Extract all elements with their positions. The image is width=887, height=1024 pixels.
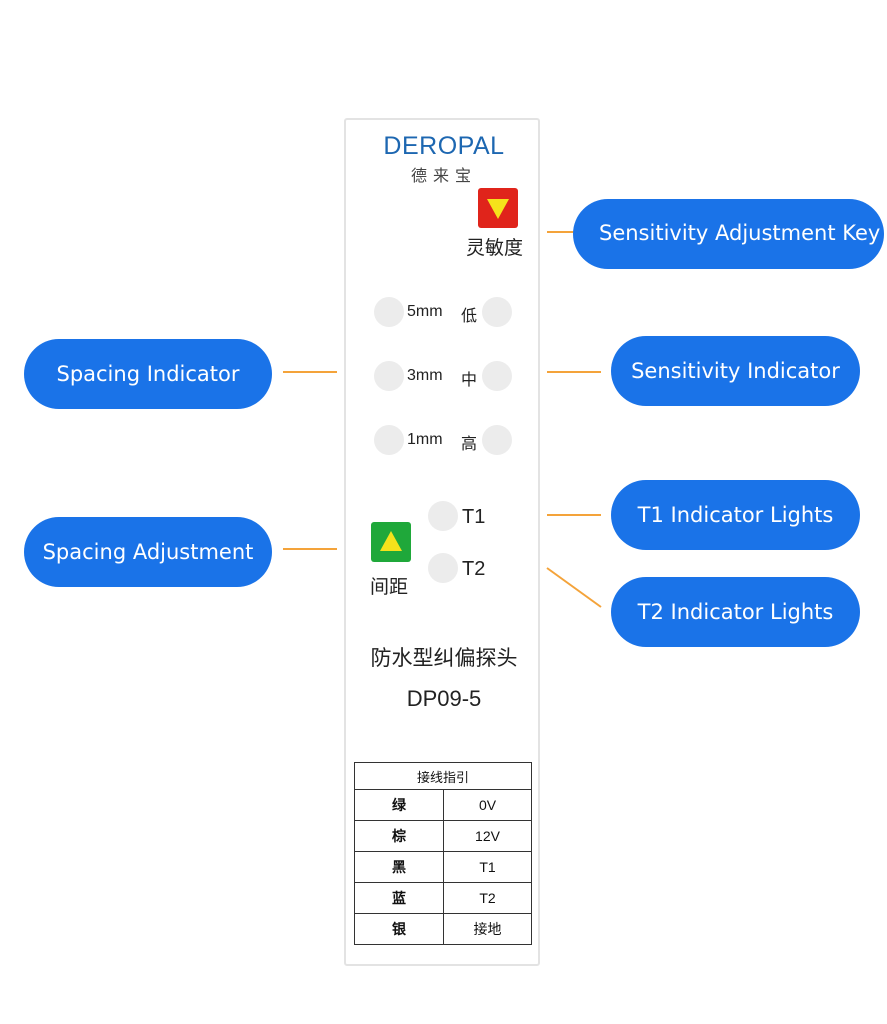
- leader-line-t1: [547, 514, 601, 516]
- callout-spacing-indicator: Spacing Indicator: [24, 339, 272, 409]
- t2-label: T2: [462, 558, 486, 580]
- wire-signal: 接地: [443, 913, 532, 945]
- spacing-label-1mm: 1mm: [407, 431, 443, 448]
- table-row: 绿 0V: [354, 789, 532, 821]
- callout-text: Spacing Adjustment: [42, 540, 254, 564]
- sensitivity-label-low: 低: [461, 306, 478, 325]
- callout-t1-lights: T1 Indicator Lights: [611, 480, 860, 550]
- sensitivity-led-mid: [482, 361, 512, 391]
- product-name: 防水型纠偏探头: [370, 646, 518, 670]
- leader-line-spacing-adjustment: [283, 548, 337, 550]
- leader-line-spacing-indicator: [283, 371, 337, 373]
- callout-t2-lights: T2 Indicator Lights: [611, 577, 860, 647]
- t2-led: [428, 553, 458, 583]
- spacing-label-3mm: 3mm: [407, 367, 443, 384]
- wiring-guide-table: 接线指引 绿 0V 棕 12V 黑 T1 蓝 T2 银 接地: [354, 762, 532, 945]
- table-row: 蓝 T2: [354, 882, 532, 914]
- wire-color: 银: [354, 913, 444, 945]
- brand-logo: DEROPAL: [383, 132, 505, 160]
- wire-signal: T1: [443, 851, 532, 883]
- wire-color: 棕: [354, 820, 444, 852]
- sensitivity-led-low: [482, 297, 512, 327]
- spacing-key-button[interactable]: [371, 522, 411, 562]
- arrow-down-icon: [487, 199, 509, 219]
- callout-sensitivity-indicator: Sensitivity Indicator: [611, 336, 860, 406]
- callout-text: T2 Indicator Lights: [637, 600, 834, 624]
- wire-color: 蓝: [354, 882, 444, 914]
- table-row: 银 接地: [354, 913, 532, 945]
- wire-color: 绿: [354, 789, 444, 821]
- model-number: DP09-5: [406, 686, 482, 711]
- wire-signal: T2: [443, 882, 532, 914]
- leader-line-t2: [546, 567, 602, 608]
- callout-text: Spacing Indicator: [56, 362, 240, 386]
- spacing-led-3mm: [374, 361, 404, 391]
- sensitivity-key-label: 灵敏度: [466, 237, 524, 259]
- leader-line-sensitivity-key: [547, 231, 597, 233]
- wire-signal: 12V: [443, 820, 532, 852]
- callout-text: Sensitivity Indicator: [631, 359, 840, 383]
- callout-sensitivity-key: Sensitivity Adjustment Key: [573, 199, 884, 269]
- callout-text: Sensitivity Adjustment Key: [599, 221, 881, 246]
- t1-led: [428, 501, 458, 531]
- probe-panel: DEROPAL 德来宝 灵敏度 5mm 低 3mm 中 1mm 高 间距 T1 …: [344, 118, 540, 966]
- table-row: 棕 12V: [354, 820, 532, 852]
- spacing-key-label: 间距: [370, 576, 409, 598]
- sensitivity-label-high: 高: [461, 434, 478, 453]
- table-row: 黑 T1: [354, 851, 532, 883]
- spacing-label-5mm: 5mm: [407, 303, 443, 320]
- callout-text: T1 Indicator Lights: [637, 503, 834, 527]
- sensitivity-label-mid: 中: [461, 370, 478, 389]
- brand-chinese-name: 德来宝: [410, 166, 477, 185]
- arrow-up-icon: [380, 531, 402, 551]
- sensitivity-led-high: [482, 425, 512, 455]
- leader-line-sensitivity-indicator: [547, 371, 601, 373]
- wire-signal: 0V: [443, 789, 532, 821]
- callout-spacing-adjustment: Spacing Adjustment: [24, 517, 272, 587]
- t1-label: T1: [462, 506, 486, 528]
- sensitivity-key-button[interactable]: [478, 188, 518, 228]
- wiring-guide-header: 接线指引: [354, 762, 532, 790]
- wire-color: 黑: [354, 851, 444, 883]
- spacing-led-5mm: [374, 297, 404, 327]
- spacing-led-1mm: [374, 425, 404, 455]
